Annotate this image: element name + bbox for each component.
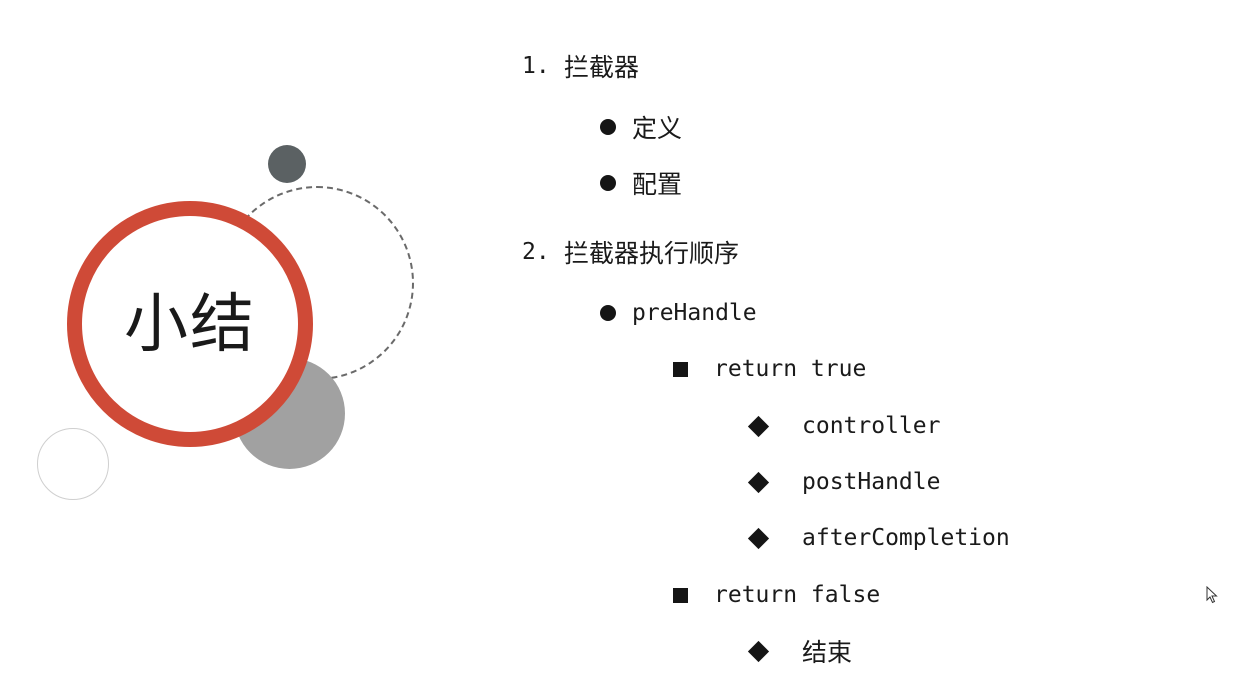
list-item-label: 配置 — [632, 170, 683, 199]
slide-title: 小结 — [124, 288, 256, 362]
list-item: 定义 — [600, 107, 682, 147]
bullet-diamond-icon — [747, 471, 770, 493]
list-item-label: afterCompletion — [802, 525, 1010, 551]
list-item-label: preHandle — [632, 300, 757, 326]
bullet-diamond-icon — [747, 527, 770, 549]
list-item-label: return false — [714, 582, 881, 608]
outline-item-label: 拦截器执行顺序 — [564, 239, 740, 268]
outline-item-label: 拦截器 — [564, 53, 640, 82]
bullet-dot-icon — [600, 305, 616, 321]
mouse-pointer-icon — [1206, 586, 1218, 604]
dark-dot-decoration — [268, 145, 306, 183]
list-item-label: controller — [802, 413, 941, 439]
outline-item-2: 2. 拦截器执行顺序 — [522, 232, 739, 272]
list-item: 配置 — [600, 163, 682, 203]
list-item-label: postHandle — [802, 469, 941, 495]
outline-item-number: 2. — [522, 239, 550, 265]
list-item: preHandle — [600, 293, 757, 333]
list-item-label: 定义 — [632, 114, 683, 143]
thin-ring-decoration — [37, 428, 109, 500]
bullet-diamond-icon — [747, 415, 770, 437]
bullet-diamond-icon — [747, 640, 770, 662]
bullet-dot-icon — [600, 119, 616, 135]
bullet-dot-icon — [600, 175, 616, 191]
outline-item-1: 1. 拦截器 — [522, 46, 639, 86]
bullet-square-icon — [673, 587, 688, 603]
outline-item-number: 1. — [522, 53, 550, 79]
bullet-square-icon — [673, 361, 688, 377]
list-item: controller — [747, 406, 941, 446]
list-item: return true — [673, 349, 866, 389]
list-item: return false — [673, 575, 880, 615]
list-item-label: return true — [714, 356, 867, 382]
list-item: 结束 — [747, 631, 853, 671]
list-item: postHandle — [747, 462, 941, 502]
list-item: afterCompletion — [747, 518, 1010, 558]
list-item-label: 结束 — [802, 638, 853, 667]
title-ring: 小结 — [67, 201, 313, 447]
